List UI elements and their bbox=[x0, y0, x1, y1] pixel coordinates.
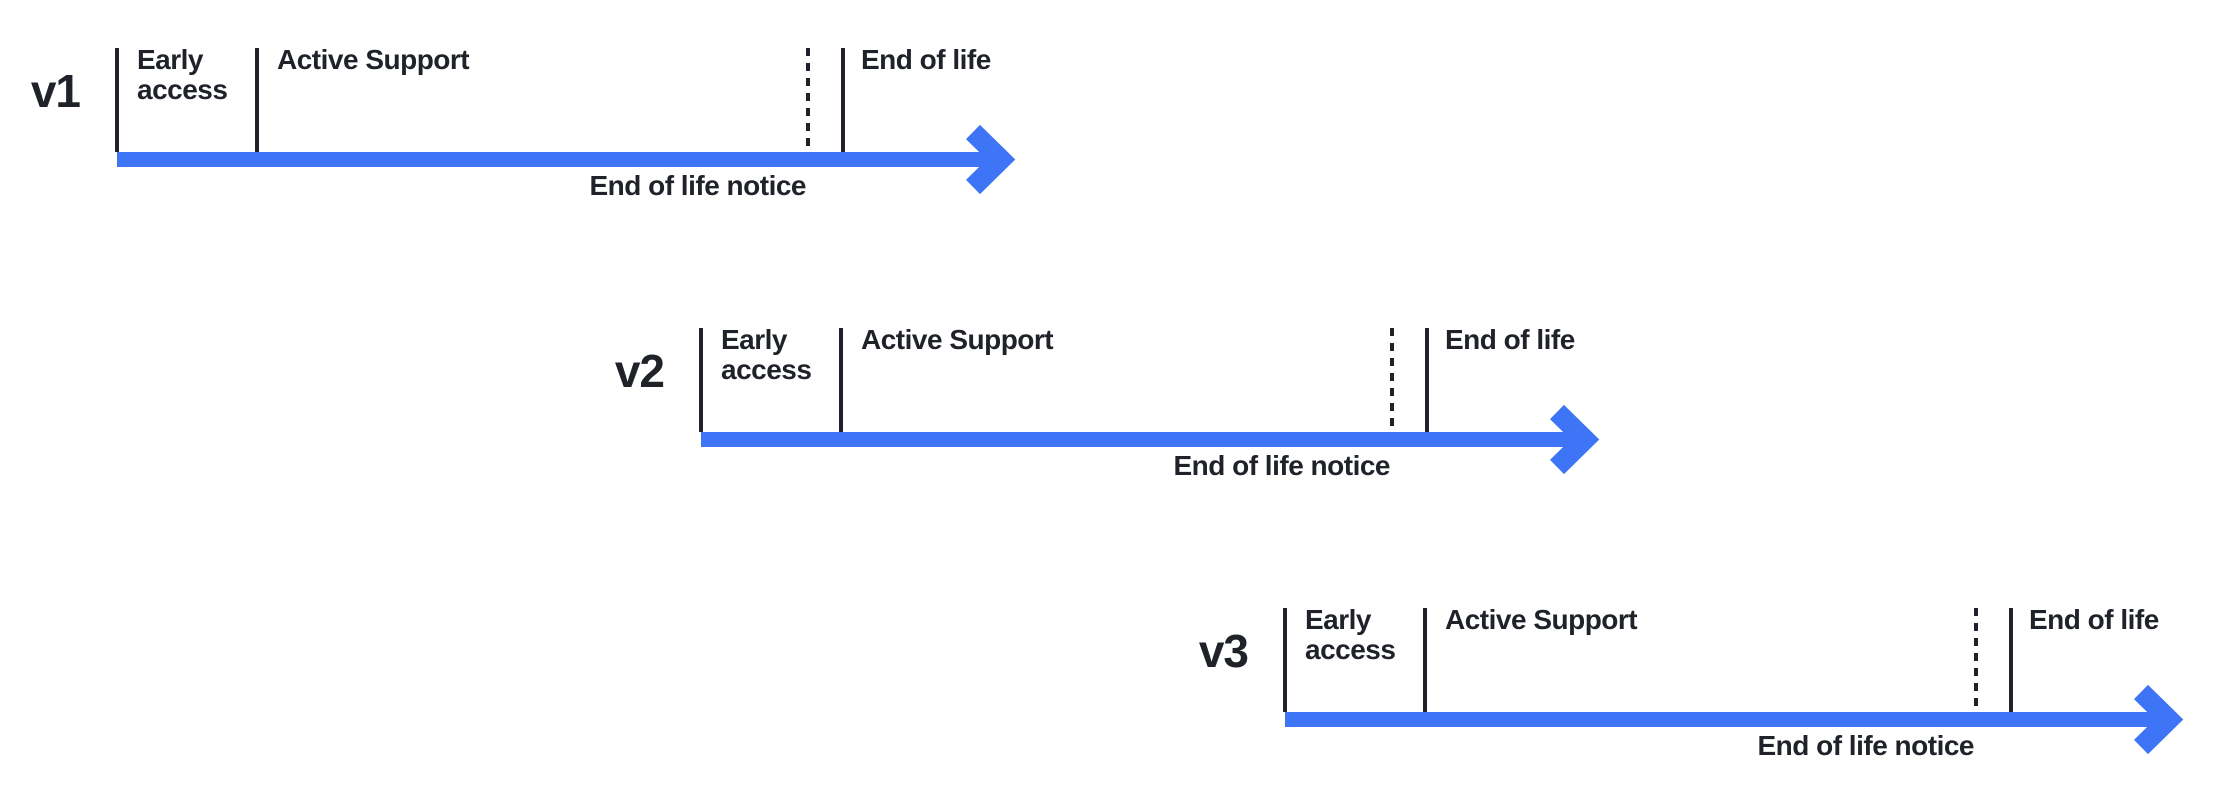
early-access-label-line1: Early bbox=[1305, 604, 1372, 635]
version-label-v3: v3 bbox=[1198, 625, 1249, 677]
active-support-label: Active Support bbox=[861, 324, 1054, 355]
active-support-label: Active Support bbox=[1445, 604, 1638, 635]
end-of-life-tick bbox=[841, 48, 845, 152]
timeline-arrow bbox=[117, 124, 1016, 195]
version-label-v1: v1 bbox=[30, 65, 81, 117]
version-label-v2: v2 bbox=[614, 345, 665, 397]
eol-notice-dashed-tick bbox=[1390, 328, 1394, 428]
active-support-start-tick bbox=[839, 328, 843, 432]
early-access-label-line2: access bbox=[137, 74, 228, 105]
active-support-start-tick bbox=[255, 48, 259, 152]
early-access-start-tick bbox=[115, 48, 119, 152]
eol-notice-dashed-tick bbox=[806, 48, 810, 148]
early-access-start-tick bbox=[1283, 608, 1287, 712]
end-of-life-label: End of life bbox=[1445, 324, 1575, 355]
end-of-life-label: End of life bbox=[861, 44, 991, 75]
end-of-life-label: End of life bbox=[2029, 604, 2159, 635]
active-support-label: Active Support bbox=[277, 44, 470, 75]
active-support-start-tick bbox=[1423, 608, 1427, 712]
early-access-label-line1: Early bbox=[137, 44, 204, 75]
early-access-label-line2: access bbox=[1305, 634, 1396, 665]
timeline-arrow bbox=[1285, 684, 2184, 755]
end-of-life-notice-label: End of life notice bbox=[1173, 450, 1390, 481]
end-of-life-tick bbox=[1425, 328, 1429, 432]
timeline-arrow bbox=[701, 404, 1600, 475]
early-access-label-line1: Early bbox=[721, 324, 788, 355]
end-of-life-tick bbox=[2009, 608, 2013, 712]
end-of-life-notice-label: End of life notice bbox=[1757, 730, 1974, 761]
early-access-start-tick bbox=[699, 328, 703, 432]
end-of-life-notice-label: End of life notice bbox=[589, 170, 806, 201]
eol-notice-dashed-tick bbox=[1974, 608, 1978, 708]
early-access-label-line2: access bbox=[721, 354, 812, 385]
